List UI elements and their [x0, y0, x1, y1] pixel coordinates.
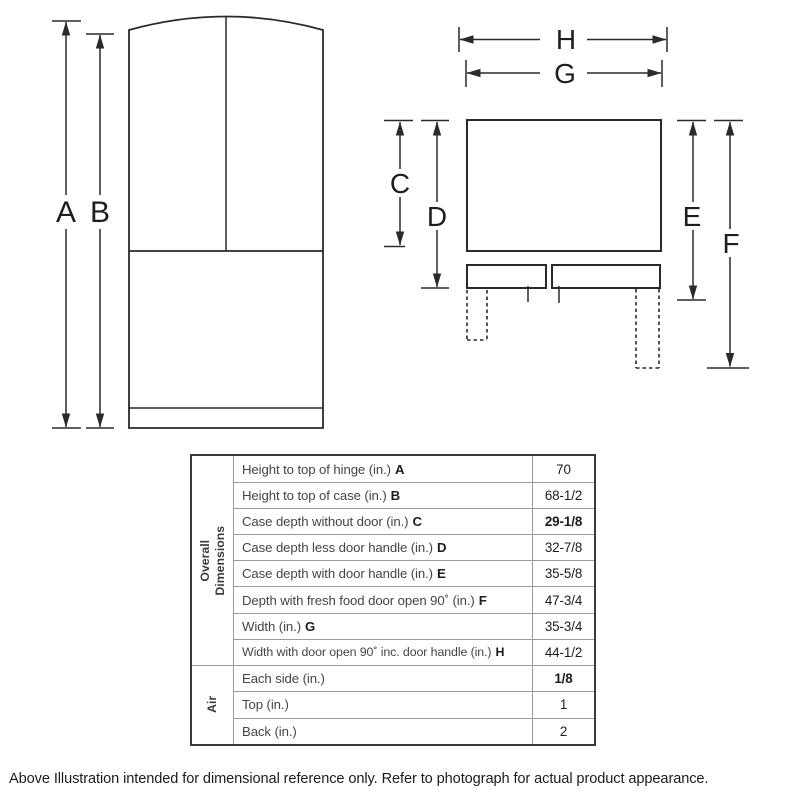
dimension-arrow-b	[86, 33, 114, 429]
dim-key: E	[436, 566, 446, 582]
table-row-value: 44-1/2	[532, 638, 594, 665]
table-row-label: Each side (in.)	[233, 664, 532, 692]
air-header-label: Air	[205, 696, 220, 714]
table-row-value: 35-5/8	[532, 560, 594, 587]
table-row-label: Top (in.)	[233, 691, 532, 718]
table-row-label: Height to top of case (in.)B	[233, 482, 532, 509]
footer-disclaimer: Above Illustration intended for dimensio…	[9, 771, 709, 787]
table-row-value: 1/8	[532, 664, 594, 692]
section-header-overall-dimensions: Overall Dimensions	[192, 456, 233, 665]
table-row-value: 32-7/8	[532, 534, 594, 561]
open-door-dashed-outline-right	[635, 289, 660, 369]
table-row-value: 70	[532, 456, 594, 483]
table-row-value: 68-1/2	[532, 482, 594, 509]
dimension-table: Overall Dimensions Air Height to top of …	[190, 454, 596, 746]
fridge-front-view	[128, 15, 324, 429]
dim-label-e: E	[683, 201, 702, 232]
table-row-label: Width (in.)G	[233, 612, 532, 639]
table-row-label: Case depth without door (in.)C	[233, 508, 532, 535]
dim-label-c: C	[390, 168, 410, 199]
overall-header-line2: Dimensions	[212, 525, 227, 596]
dim-key: H	[495, 645, 505, 660]
dimension-diagram: A B H G	[52, 15, 749, 429]
table-row-label: Height to top of hinge (in.)A	[233, 456, 532, 483]
dim-label-g: G	[554, 58, 576, 89]
table-row-value: 47-3/4	[532, 586, 594, 613]
dim-key: B	[390, 488, 401, 504]
dimension-arrow-g	[465, 60, 663, 87]
fridge-outline	[128, 15, 324, 429]
dimension-arrow-a	[52, 20, 81, 429]
table-row-label: Width with door open 90˚ inc. door handl…	[233, 638, 532, 665]
dim-key: A	[394, 461, 405, 477]
dimension-arrow-h	[458, 27, 668, 52]
open-door-dashed-outline-left	[466, 290, 488, 341]
dim-label-f: F	[722, 228, 739, 259]
dimension-arrow-e	[677, 119, 706, 301]
door-handle-ticks	[527, 286, 560, 303]
table-row-label: Case depth less door handle (in.)D	[233, 534, 532, 561]
table-row-value: 1	[532, 691, 594, 718]
dim-label-b: B	[90, 196, 110, 229]
table-row-value: 29-1/8	[532, 508, 594, 535]
dim-key: D	[436, 540, 447, 556]
dim-key: C	[412, 514, 422, 530]
overall-header-line1: Overall	[197, 539, 212, 582]
table-row-label: Case depth with door handle (in.)E	[233, 560, 532, 587]
dim-key: F	[478, 592, 487, 608]
dim-label-h: H	[556, 24, 576, 55]
dimension-arrow-f	[707, 119, 749, 369]
dimension-arrow-d	[421, 119, 449, 289]
table-row-label: Back (in.)	[233, 717, 532, 744]
dim-label-a: A	[56, 196, 76, 229]
dimension-arrow-c	[384, 119, 413, 248]
left-door-top-view	[466, 264, 547, 289]
section-header-air: Air	[192, 664, 233, 744]
table-row-label: Depth with fresh food door open 90˚ (in.…	[233, 586, 532, 613]
table-row-value: 2	[532, 717, 594, 744]
fridge-top-view	[466, 119, 662, 369]
right-door-top-view	[551, 264, 661, 289]
dim-label-d: D	[427, 201, 447, 232]
table-row-value: 35-3/4	[532, 612, 594, 639]
case-top-view	[466, 119, 662, 252]
dim-key: G	[304, 618, 316, 634]
